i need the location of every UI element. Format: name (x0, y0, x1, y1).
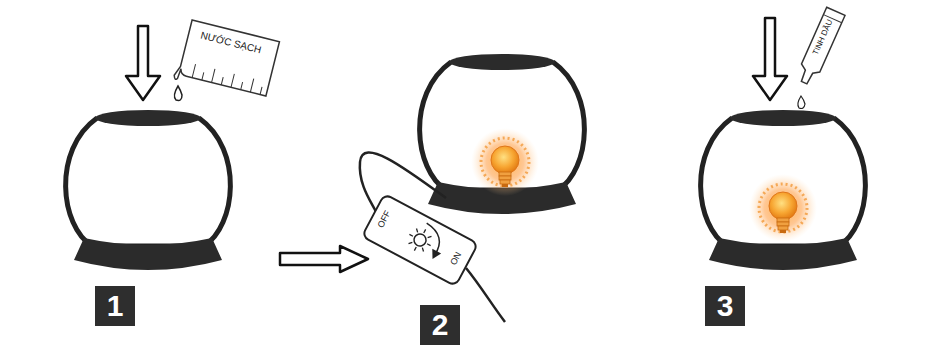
step-number: 3 (705, 286, 745, 326)
measuring-cup: NƯỚC SẠCH (176, 18, 282, 99)
pour-arrow (126, 26, 160, 100)
lamp-bowl (701, 110, 866, 270)
step-number: 2 (420, 305, 460, 345)
lamp-bowl (420, 54, 585, 214)
pour-arrow (753, 18, 787, 100)
light-bulb (749, 174, 817, 242)
measuring-cup-outline (176, 18, 282, 99)
power-cord (466, 268, 505, 322)
step-arrow (280, 246, 368, 272)
lamp-bowl (66, 110, 231, 270)
oil-bottle: TINH DẦU (792, 5, 847, 90)
step-number: 1 (95, 286, 135, 326)
oil-drop (798, 96, 805, 109)
step-number: 2 (420, 305, 460, 345)
light-bulb (471, 128, 539, 196)
water-drop (174, 86, 182, 100)
step-number: 1 (95, 286, 135, 326)
step-number: 3 (705, 286, 745, 326)
